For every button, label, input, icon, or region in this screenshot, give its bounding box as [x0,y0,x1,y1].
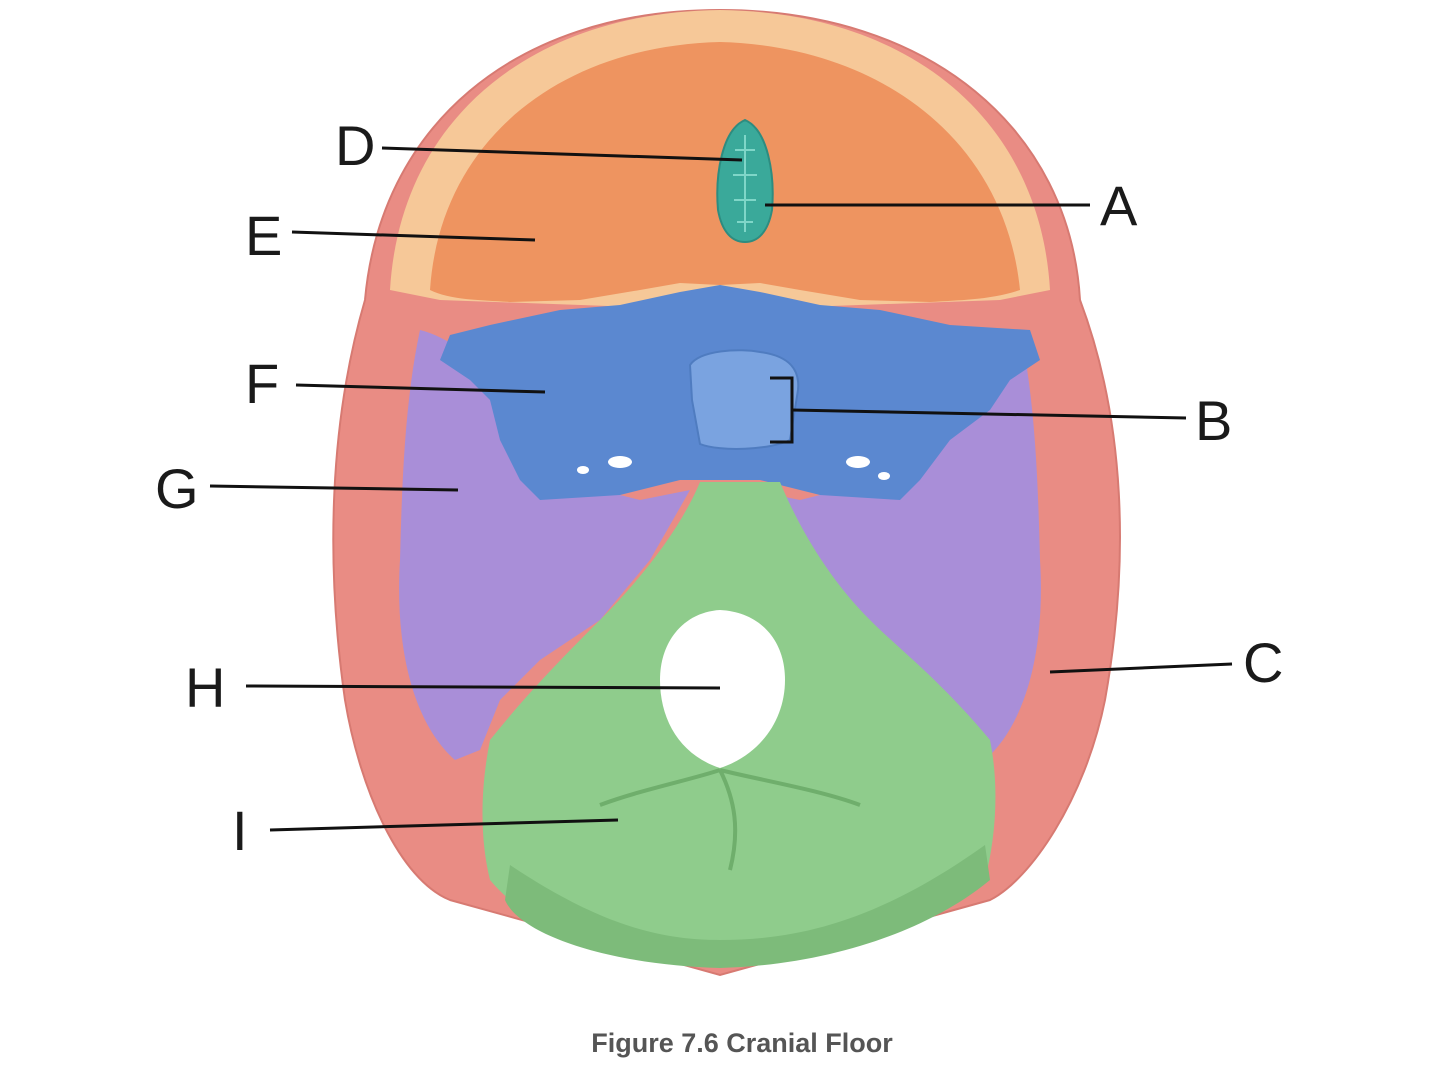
foramen-left [608,456,632,468]
leader-F [295,383,546,394]
leader-G [209,484,459,492]
leader-B [791,408,1187,420]
leader-E [291,230,536,242]
label-C: C [1243,631,1283,694]
temporal-bone-right [750,330,1041,760]
foramen-right [846,456,870,468]
label-D: D [335,114,375,177]
foramen-left-2 [577,466,589,474]
label-H: H [185,656,225,719]
label-A: A [1100,174,1138,237]
figure-caption: Figure 7.6 Cranial Floor [591,1028,893,1058]
foramen-right-2 [878,472,890,480]
leader-C [1049,662,1233,674]
label-F: F [245,352,279,415]
temporal-bone-left [399,330,690,760]
sella-turcica [688,349,800,450]
foramen-magnum [660,610,785,768]
label-G: G [155,457,199,520]
leader-I [269,818,619,832]
occipital-ridge [599,768,861,871]
label-B: B [1195,389,1232,452]
leader-D [381,146,743,162]
occipital-rim [505,845,990,968]
leader-H [245,684,721,690]
label-I: I [232,799,248,862]
crista-galli-texture [733,135,757,232]
label-E: E [245,204,282,267]
